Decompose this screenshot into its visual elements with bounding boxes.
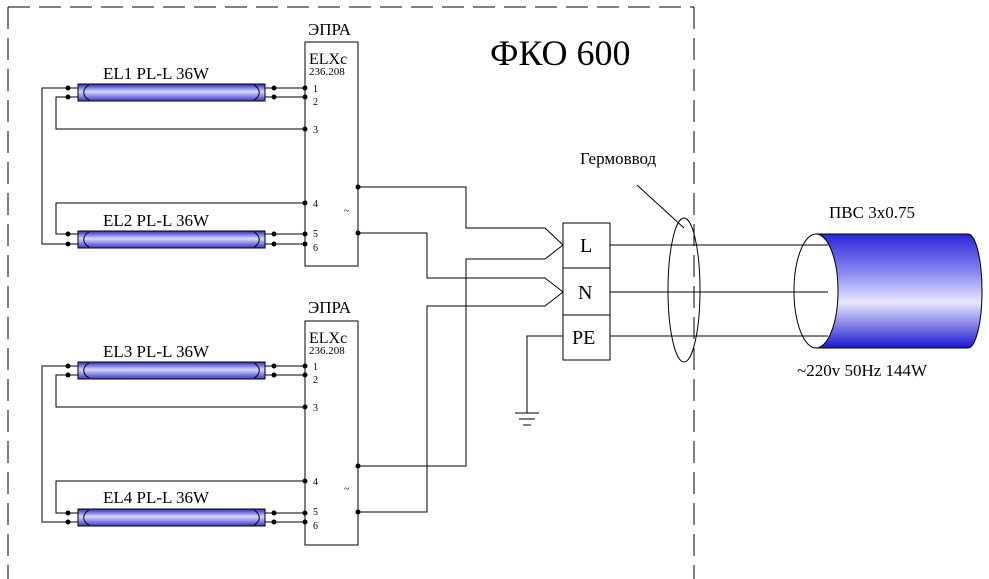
ballast-2-pin-5: 5 [313,507,318,518]
ballast-2-type: ELXc [309,330,347,347]
ballast-2-pin-4: 4 [313,477,318,488]
lamp-1-label: EL1 PL-L 36W [103,64,210,83]
cable-gland: Гермоввод [580,149,701,363]
ballast-2-ac-symbol: ~ [344,484,350,495]
lamp-1: EL1 PL-L 36W [77,64,266,102]
enclosure-boundary [7,6,695,579]
lamp-wiring-2 [41,363,308,525]
ballast-2-pin-1: 1 [313,362,318,373]
ballast-1-heading: ЭПРА [308,20,352,39]
lamp-3: EL3 PL-L 36W [77,342,266,380]
power-cable: ПВС 3х0.75 ~220v 50Hz 144W [793,203,983,380]
lamp-2: EL2 PL-L 36W [77,211,266,249]
terminal-N: N [578,282,592,304]
cable-label: ПВС 3х0.75 [829,203,915,222]
ballast-2: ЭПРА ELXc 236.208 1 2 3 4 5 6 ~ [304,298,359,546]
ballast-2-pin-2: 2 [313,375,318,386]
ballast-1-pin-6: 6 [313,243,318,254]
outgoing-conductors [610,244,828,337]
terminal-PE: PE [572,327,595,349]
ballast-1-pin-1: 1 [313,84,318,95]
ballast-1-pin-2: 2 [313,97,318,108]
supply-label: ~220v 50Hz 144W [797,361,928,380]
supply-wiring [355,184,564,515]
ballast-2-heading: ЭПРА [308,298,352,317]
ballast-2-pin-6: 6 [313,521,318,532]
terminal-L: L [580,235,592,257]
gland-label: Гермоввод [580,149,657,168]
ground-symbol [515,335,563,426]
terminal-block: L N PE [562,222,611,361]
ballast-1-ac-symbol: ~ [344,206,350,217]
lamp-3-label: EL3 PL-L 36W [103,342,210,361]
ballast-2-code: 236.208 [309,345,345,357]
ballast-2-pin-3: 3 [313,403,318,414]
ballast-1-code: 236.208 [309,66,345,78]
ballast-1-pin-5: 5 [313,229,318,240]
fixture-title: ФКО 600 [490,33,631,73]
ballast-1: ЭПРА ELXc 236.208 1 2 3 4 5 6 ~ [304,20,359,267]
lamp-2-label: EL2 PL-L 36W [103,211,210,230]
lamp-4: EL4 PL-L 36W [77,488,266,527]
ballast-1-pin-4: 4 [313,199,318,210]
ballast-1-type: ELXc [309,51,347,68]
lamp-4-label: EL4 PL-L 36W [103,488,210,507]
ballast-1-pin-3: 3 [313,125,318,136]
lamp-wiring-1 [41,85,308,247]
